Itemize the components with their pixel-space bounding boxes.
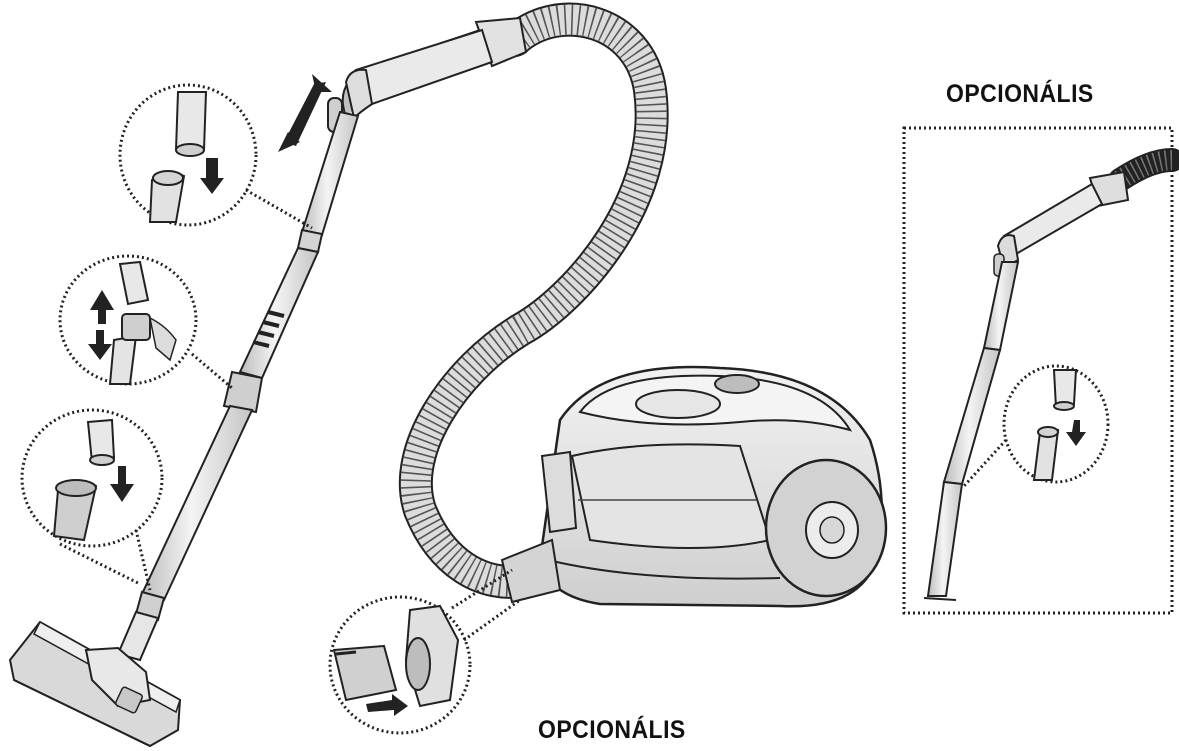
down-arrow-icon xyxy=(110,466,134,502)
down-arrow-icon xyxy=(88,330,112,360)
optional-box xyxy=(902,126,1179,615)
detail-circle-brush-attach xyxy=(20,408,164,591)
wand-handle xyxy=(327,16,528,133)
up-arrow-icon xyxy=(90,290,114,324)
length-lock-collar xyxy=(222,370,264,414)
detail-circle-optional-tube xyxy=(962,364,1110,488)
carry-handle xyxy=(540,450,578,534)
flexible-hose xyxy=(398,2,669,599)
down-arrow-icon xyxy=(1066,420,1086,446)
hose-inlet xyxy=(500,538,562,604)
detail-circle-hose-tube xyxy=(118,83,313,230)
optional-label-bottom: OPCIONÁLIS xyxy=(538,716,686,744)
down-arrow-icon xyxy=(200,158,224,194)
detail-circle-length-lock xyxy=(58,254,233,390)
canister-body xyxy=(500,365,888,608)
right-arrow-icon xyxy=(366,694,408,716)
double-arrow-icon xyxy=(278,74,332,152)
power-button-icon xyxy=(714,374,760,394)
detail-circle-hose-inlet xyxy=(328,568,521,735)
floor-brush xyxy=(8,620,182,748)
telescopic-tube xyxy=(116,110,360,662)
optional-label-top: OPCIONÁLIS xyxy=(946,80,1094,108)
